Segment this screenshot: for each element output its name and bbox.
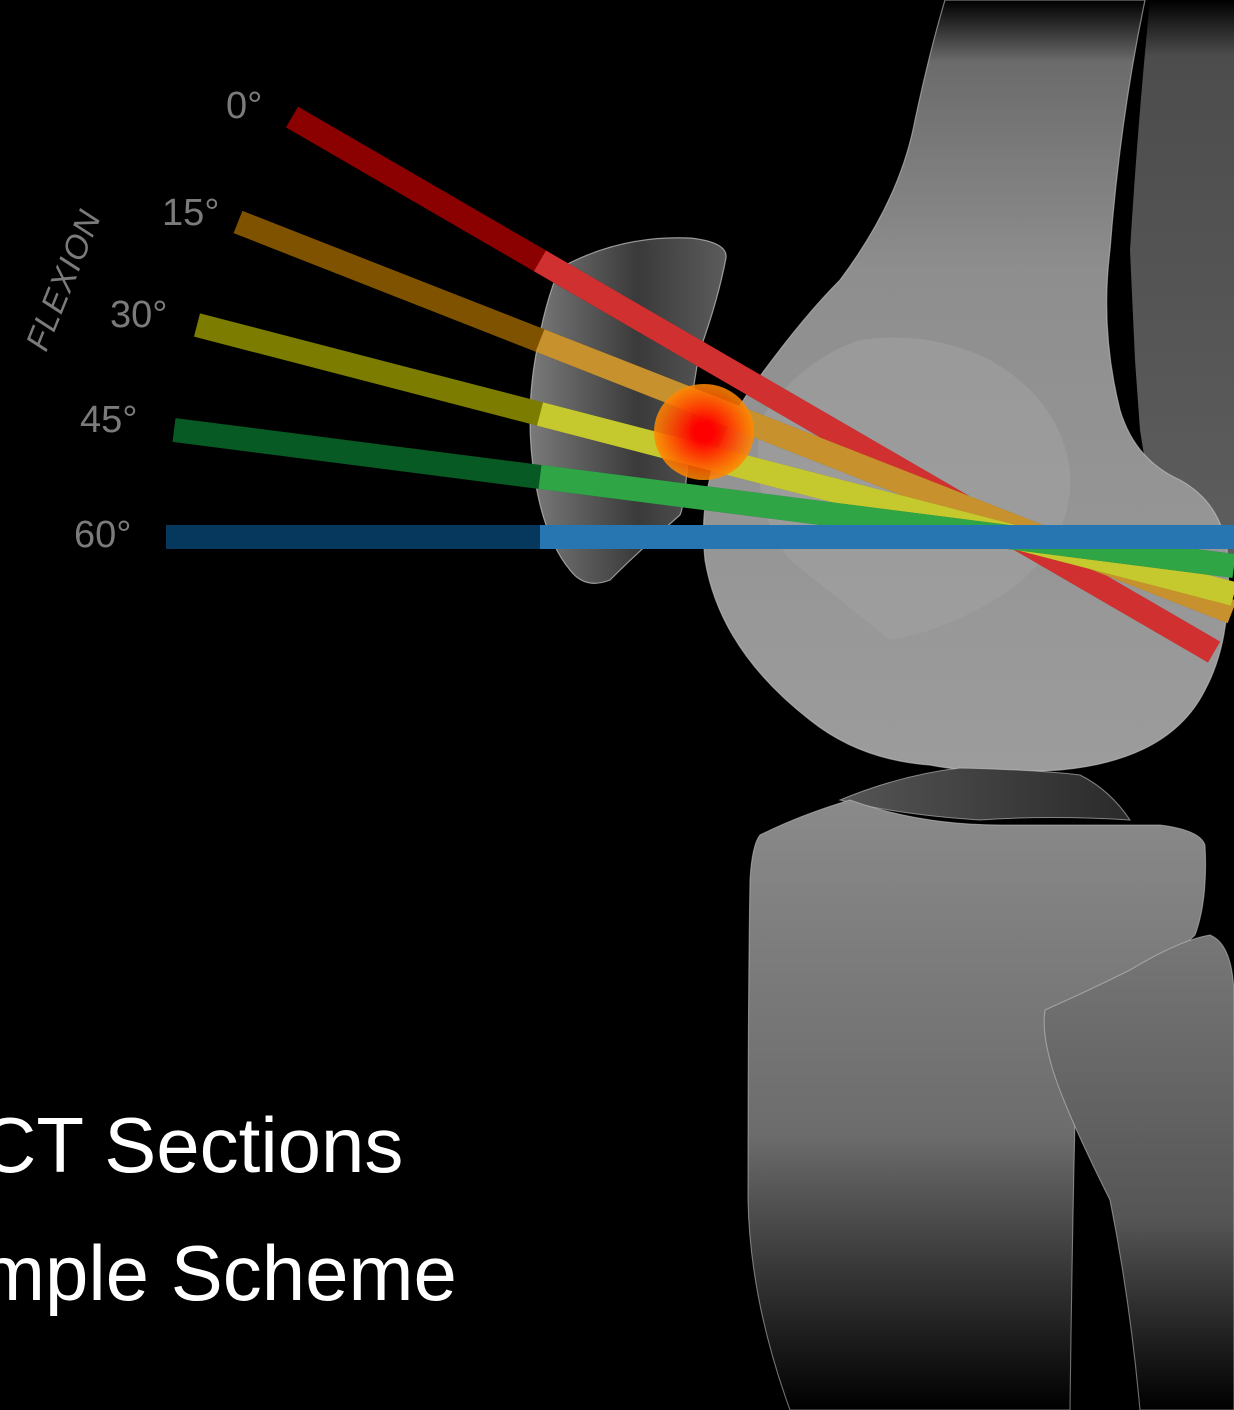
caption-line-1: CT Sections xyxy=(0,1101,403,1189)
angle-label: 45° xyxy=(80,399,137,441)
angle-label: 60° xyxy=(74,514,131,556)
angle-labels: 0° 15° 30° 45° 60° xyxy=(74,85,262,556)
caption-line-2: mple Scheme xyxy=(0,1229,457,1317)
lesion-marker xyxy=(654,384,754,480)
flexion-label: FLEXION xyxy=(18,204,108,355)
angle-label: 30° xyxy=(110,294,167,336)
angle-label: 0° xyxy=(226,85,262,127)
angle-label: 15° xyxy=(162,192,219,234)
